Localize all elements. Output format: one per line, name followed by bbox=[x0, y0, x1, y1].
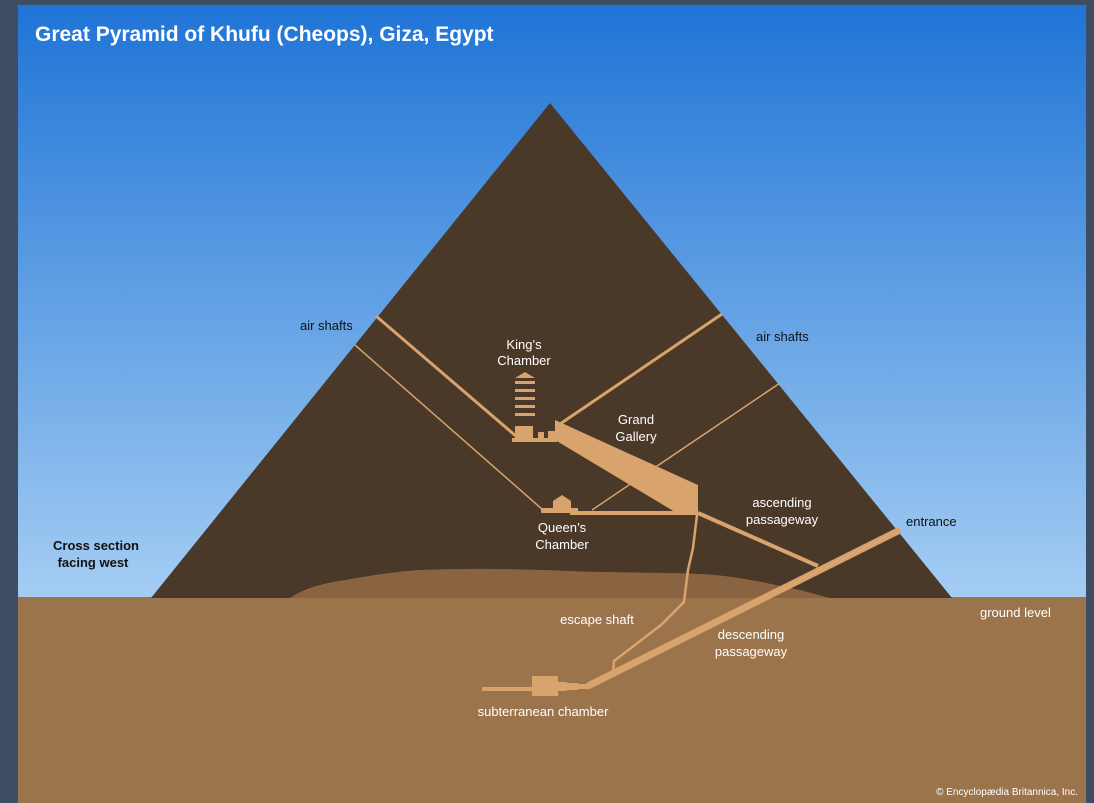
label-entrance: entrance bbox=[906, 514, 957, 529]
label-ground-level: ground level bbox=[980, 605, 1051, 620]
copyright-credit: © Encyclopædia Britannica, Inc. bbox=[936, 787, 1078, 798]
ground bbox=[18, 597, 1086, 803]
label-cross-section-line2: facing west bbox=[58, 555, 129, 570]
label-cross-section-line1: Cross section bbox=[53, 538, 139, 553]
label-kings-chamber-line2: Chamber bbox=[497, 353, 551, 368]
escape-shaft bbox=[611, 514, 699, 676]
label-kings-chamber-line1: King’s bbox=[506, 337, 542, 352]
label-subterranean-chamber: subterranean chamber bbox=[478, 704, 609, 719]
label-queens-chamber-line2: Chamber bbox=[535, 537, 589, 552]
label-air-shafts-left: air shafts bbox=[300, 318, 353, 333]
page-title: Great Pyramid of Khufu (Cheops), Giza, E… bbox=[35, 23, 494, 46]
label-air-shafts-right: air shafts bbox=[756, 329, 809, 344]
label-grand-gallery-line1: Grand bbox=[618, 412, 654, 427]
pyramid-body bbox=[151, 103, 952, 598]
queens-chamber bbox=[541, 495, 698, 515]
label-ascending-line1: ascending bbox=[752, 495, 811, 510]
label-queens-chamber-line1: Queen’s bbox=[538, 520, 587, 535]
label-grand-gallery-line2: Gallery bbox=[615, 429, 657, 444]
air-shaft-queens-south bbox=[591, 382, 781, 511]
label-ascending-line2: passageway bbox=[746, 512, 819, 527]
label-descending-line1: descending bbox=[718, 627, 785, 642]
air-shaft-queens-north bbox=[354, 344, 544, 511]
ascending-passageway bbox=[697, 511, 819, 568]
subterranean-chamber bbox=[482, 676, 590, 696]
air-shaft-kings-south bbox=[559, 312, 723, 426]
bedrock-mound bbox=[290, 568, 830, 598]
kings-chamber bbox=[512, 372, 557, 442]
air-shafts bbox=[354, 312, 781, 511]
label-descending-line2: passageway bbox=[715, 644, 788, 659]
label-escape-shaft: escape shaft bbox=[560, 612, 634, 627]
air-shaft-kings-north bbox=[375, 314, 518, 439]
descending-passageway bbox=[586, 526, 902, 690]
grand-gallery bbox=[555, 420, 698, 515]
